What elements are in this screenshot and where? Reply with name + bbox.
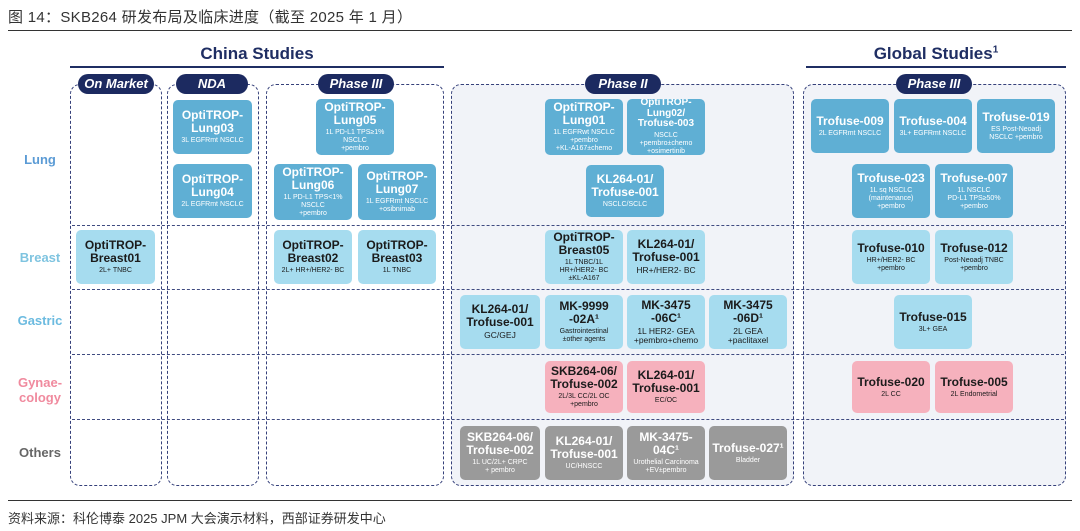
row-label-breast: Breast <box>19 250 61 265</box>
separator-gastric-gyn <box>72 354 1064 355</box>
pill-phase3-china: Phase III <box>318 74 394 94</box>
row-label-gastric: Gastric <box>17 313 63 328</box>
row-label-gynaecology: Gynae-cology <box>17 375 63 405</box>
row-label-others: Others <box>19 445 61 460</box>
global-studies-title: Global Studies1 <box>873 44 999 63</box>
separator-breast-gastric <box>72 289 1064 290</box>
pill-on-market: On Market <box>78 74 154 94</box>
top-rule <box>8 30 1072 31</box>
pill-nda: NDA <box>176 74 248 94</box>
panel-on-market <box>70 84 162 486</box>
separator-lung-breast <box>72 225 1064 226</box>
separator-gyn-others <box>72 419 1064 420</box>
global-underline <box>806 66 1066 68</box>
bottom-rule <box>8 500 1072 501</box>
figure-title: 图 14：SKB264 研发布局及临床进度（截至 2025 年 1 月） <box>8 9 413 26</box>
pill-phase2: Phase II <box>585 74 661 94</box>
china-studies-title: China Studies <box>200 44 314 63</box>
row-label-lung: Lung <box>24 152 56 167</box>
china-underline <box>70 66 444 68</box>
pill-phase3-global: Phase III <box>896 74 972 94</box>
source-note: 资料来源：科伦博泰 2025 JPM 大会演示材料，西部证券研发中心 <box>8 511 386 526</box>
